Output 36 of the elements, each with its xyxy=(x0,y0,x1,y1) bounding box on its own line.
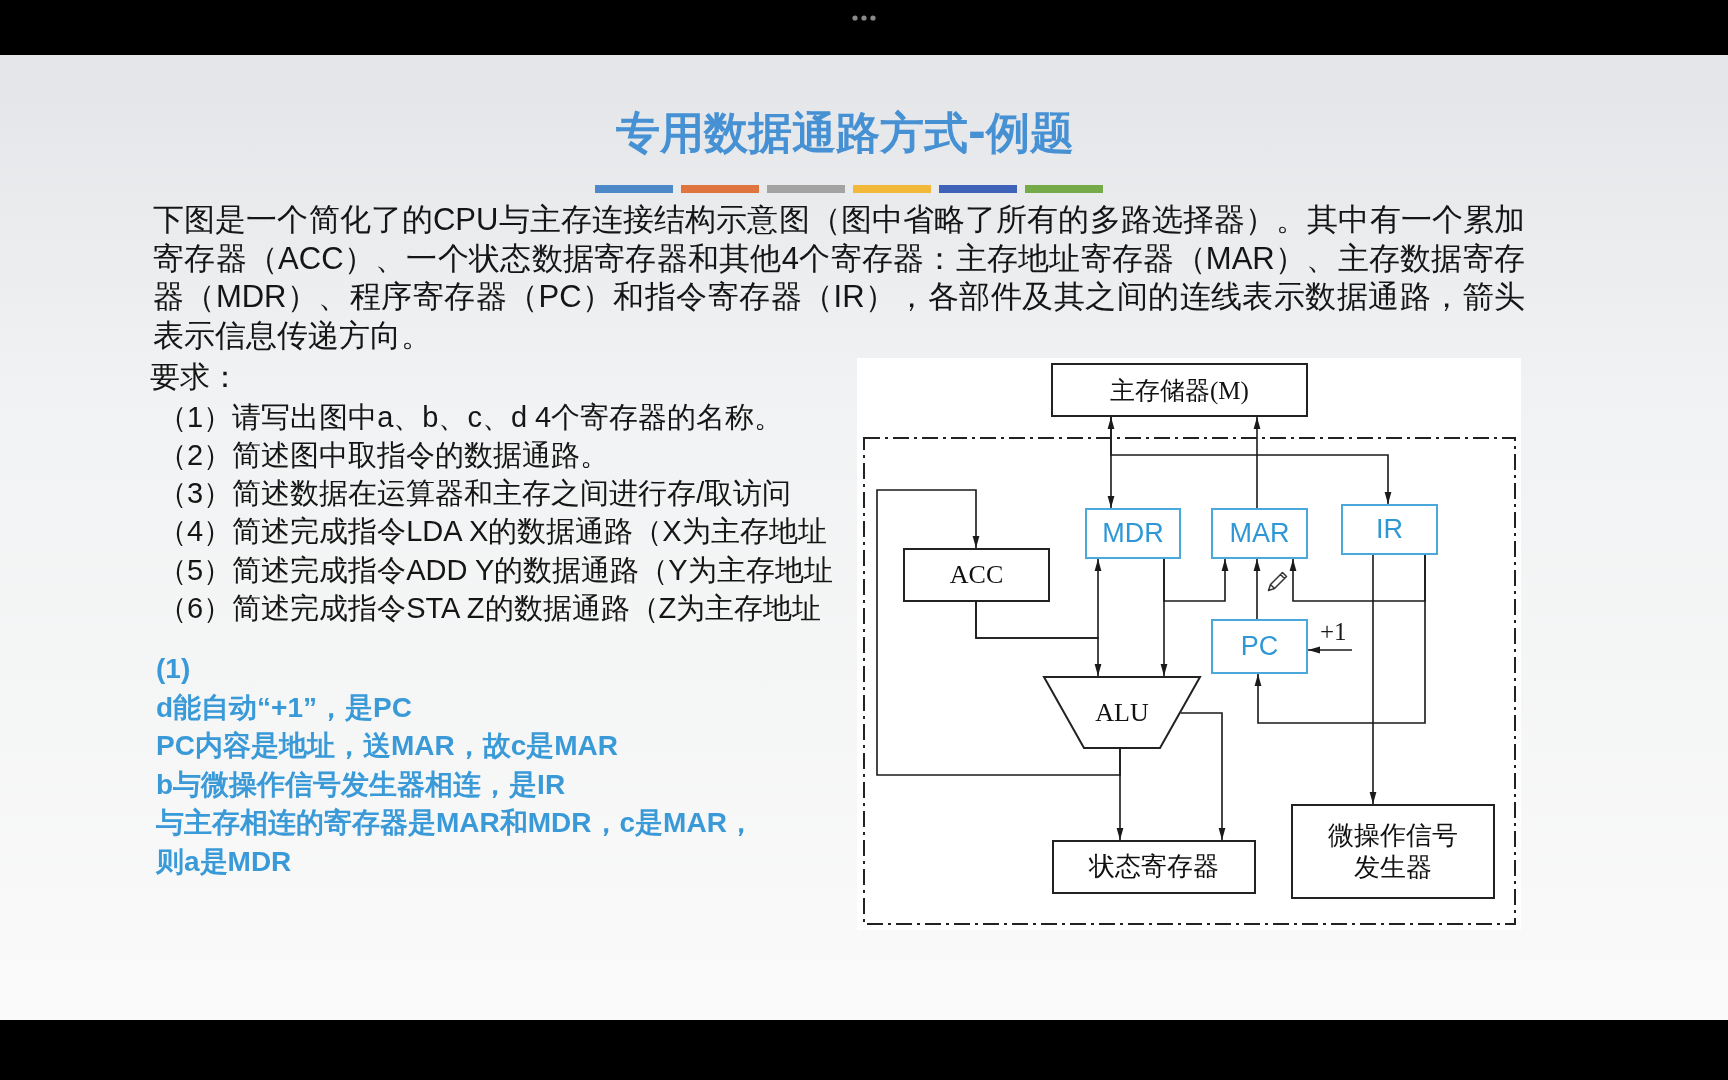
question-item: （1）请写出图中a、b、c、d 4个寄存器的名称。 xyxy=(158,400,784,435)
question-item: （5）简述完成指令ADD Y的数据通路（Y为主存地址 xyxy=(158,553,833,588)
answer-text: b与微操作信号发生器相连，是IR xyxy=(156,768,566,802)
register-box: 状态寄存器 xyxy=(1052,840,1256,894)
question-item: （2）简述图中取指令的数据通路。 xyxy=(158,438,610,473)
requirement-heading: 要求： xyxy=(150,359,240,395)
arrow xyxy=(1163,558,1229,602)
cpu-boundary xyxy=(863,437,1516,925)
arrow xyxy=(1369,554,1377,805)
answer-text: 与主存相连的寄存器是MAR和MDR，c是MAR，则a是MDR xyxy=(156,806,756,879)
alu-block: ALU xyxy=(1043,676,1201,749)
arrow xyxy=(1253,558,1261,620)
question-item: （3）简述数据在运算器和主存之间进行存/取访问 xyxy=(158,476,792,511)
register-box: MAR xyxy=(1211,508,1308,559)
register-box: ACC xyxy=(903,548,1050,602)
question-item: （6）简述完成指令STA Z的数据通路（Z为主存地址 xyxy=(158,591,822,626)
register-box: PC xyxy=(1211,619,1308,674)
memory-box: 主存储器(M) xyxy=(1051,363,1308,417)
question-item: （4）简述完成指令LDA X的数据通路（X为主存地址 xyxy=(158,514,827,549)
answer-text: d能自动“+1”，是PC xyxy=(156,691,412,725)
register-box: MDR xyxy=(1085,508,1181,559)
register-box: IR xyxy=(1341,504,1438,555)
arrow xyxy=(1307,646,1353,654)
signal-generator-box: 微操作信号发生器 xyxy=(1291,804,1495,899)
answer-text: PC内容是地址，送MAR，故c是MAR xyxy=(156,729,618,763)
arrow xyxy=(975,601,1102,677)
arrow xyxy=(1160,558,1168,677)
arrow xyxy=(1179,712,1226,841)
arrow xyxy=(1253,416,1261,509)
answer-number: (1) xyxy=(156,652,191,686)
arrow xyxy=(876,489,1121,776)
slide-title: 专用数据通路方式-例题 xyxy=(615,106,1075,160)
arrow xyxy=(1116,748,1124,841)
arrow xyxy=(1110,416,1392,505)
question-paragraph: 下图是一个简化了的CPU与主存连接结构示意图（图中省略了所有的多路选择器）。其中有一个累加寄存器（ACC）、一个状态数据寄存器和其他4个寄存器：主存地址寄存器（MAR）、主存数据寄存器（MDR）、程序寄存器（PC）和指令寄存器（IR），各部件及其之间的连线表示数据通路，箭头表示信息传递方向。 xyxy=(153,201,1525,355)
arrow xyxy=(1254,554,1426,724)
